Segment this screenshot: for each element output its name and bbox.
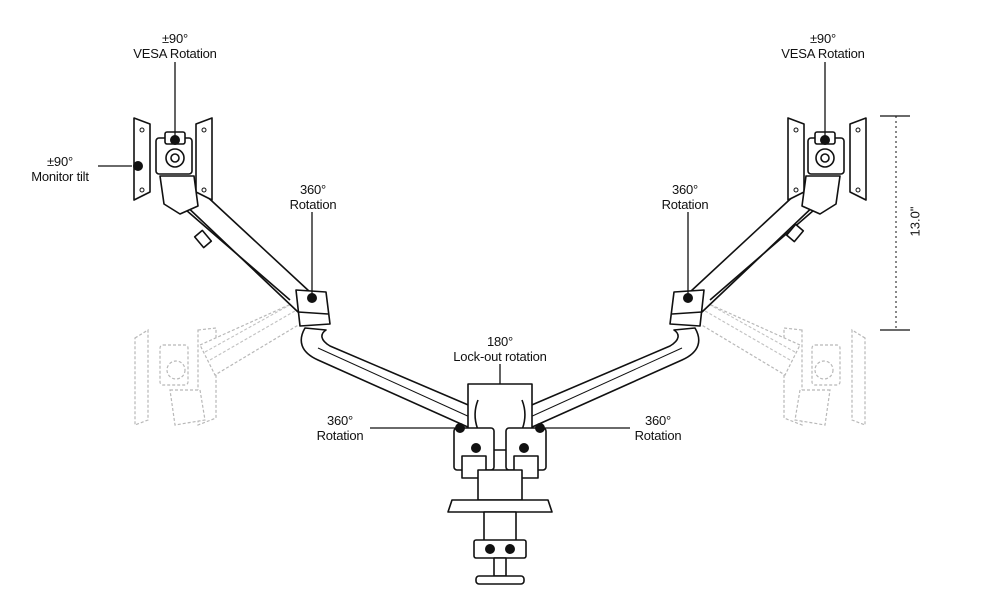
monitor-tilt-label: ±90° Monitor tilt [20,154,100,184]
vesa-right-name: VESA Rotation [781,46,865,61]
desk-clamp [447,499,553,585]
vesa-left-name: VESA Rotation [133,46,217,61]
vesa-left-value: ±90° [162,31,188,46]
lower-left-name: Rotation [316,428,364,443]
upper-right-name: Rotation [661,197,709,212]
ghost-left-arm [134,299,311,426]
right-vesa-head [787,117,867,215]
lower-right-rotation-label: 360° Rotation [622,413,694,443]
upper-right-value: 360° [671,182,699,197]
vesa-left-dot [170,135,180,145]
height-dimension [880,115,910,331]
ghost-right-arm [689,299,866,426]
lockout-rotation-label: 180° Lock-out rotation [440,334,560,364]
lower-right-dot [535,423,545,433]
center-pole [453,383,547,501]
lower-left-value: 360° [326,413,354,428]
elbow-right-dot [683,293,693,303]
right-elbow-joint [669,289,705,327]
vesa-rotation-left-label: ±90° VESA Rotation [130,31,220,61]
tilt-name: Monitor tilt [31,169,89,184]
vesa-rotation-right-label: ±90° VESA Rotation [778,31,868,61]
lower-right-value: 360° [644,413,672,428]
left-elbow-joint [295,289,331,327]
tilt-value: ±90° [47,154,73,169]
height-dimension-label: 13.0" [907,206,923,237]
leader-lines [98,62,826,429]
vesa-right-value: ±90° [810,31,836,46]
base-left-dot [471,443,481,453]
vesa-right-dot [820,135,830,145]
lower-left-rotation-label: 360° Rotation [304,413,376,443]
lower-left-dot [455,423,465,433]
elbow-left-dot [307,293,317,303]
rotation-points [133,135,830,453]
tilt-left-dot [133,161,143,171]
lockout-value: 180° [486,334,514,349]
upper-right-rotation-label: 360° Rotation [650,182,720,212]
lower-right-name: Rotation [634,428,682,443]
lockout-name: Lock-out rotation [453,349,547,364]
base-right-dot [519,443,529,453]
left-vesa-head [133,117,213,215]
upper-left-value: 360° [299,182,327,197]
upper-left-name: Rotation [289,197,337,212]
upper-left-rotation-label: 360° Rotation [278,182,348,212]
